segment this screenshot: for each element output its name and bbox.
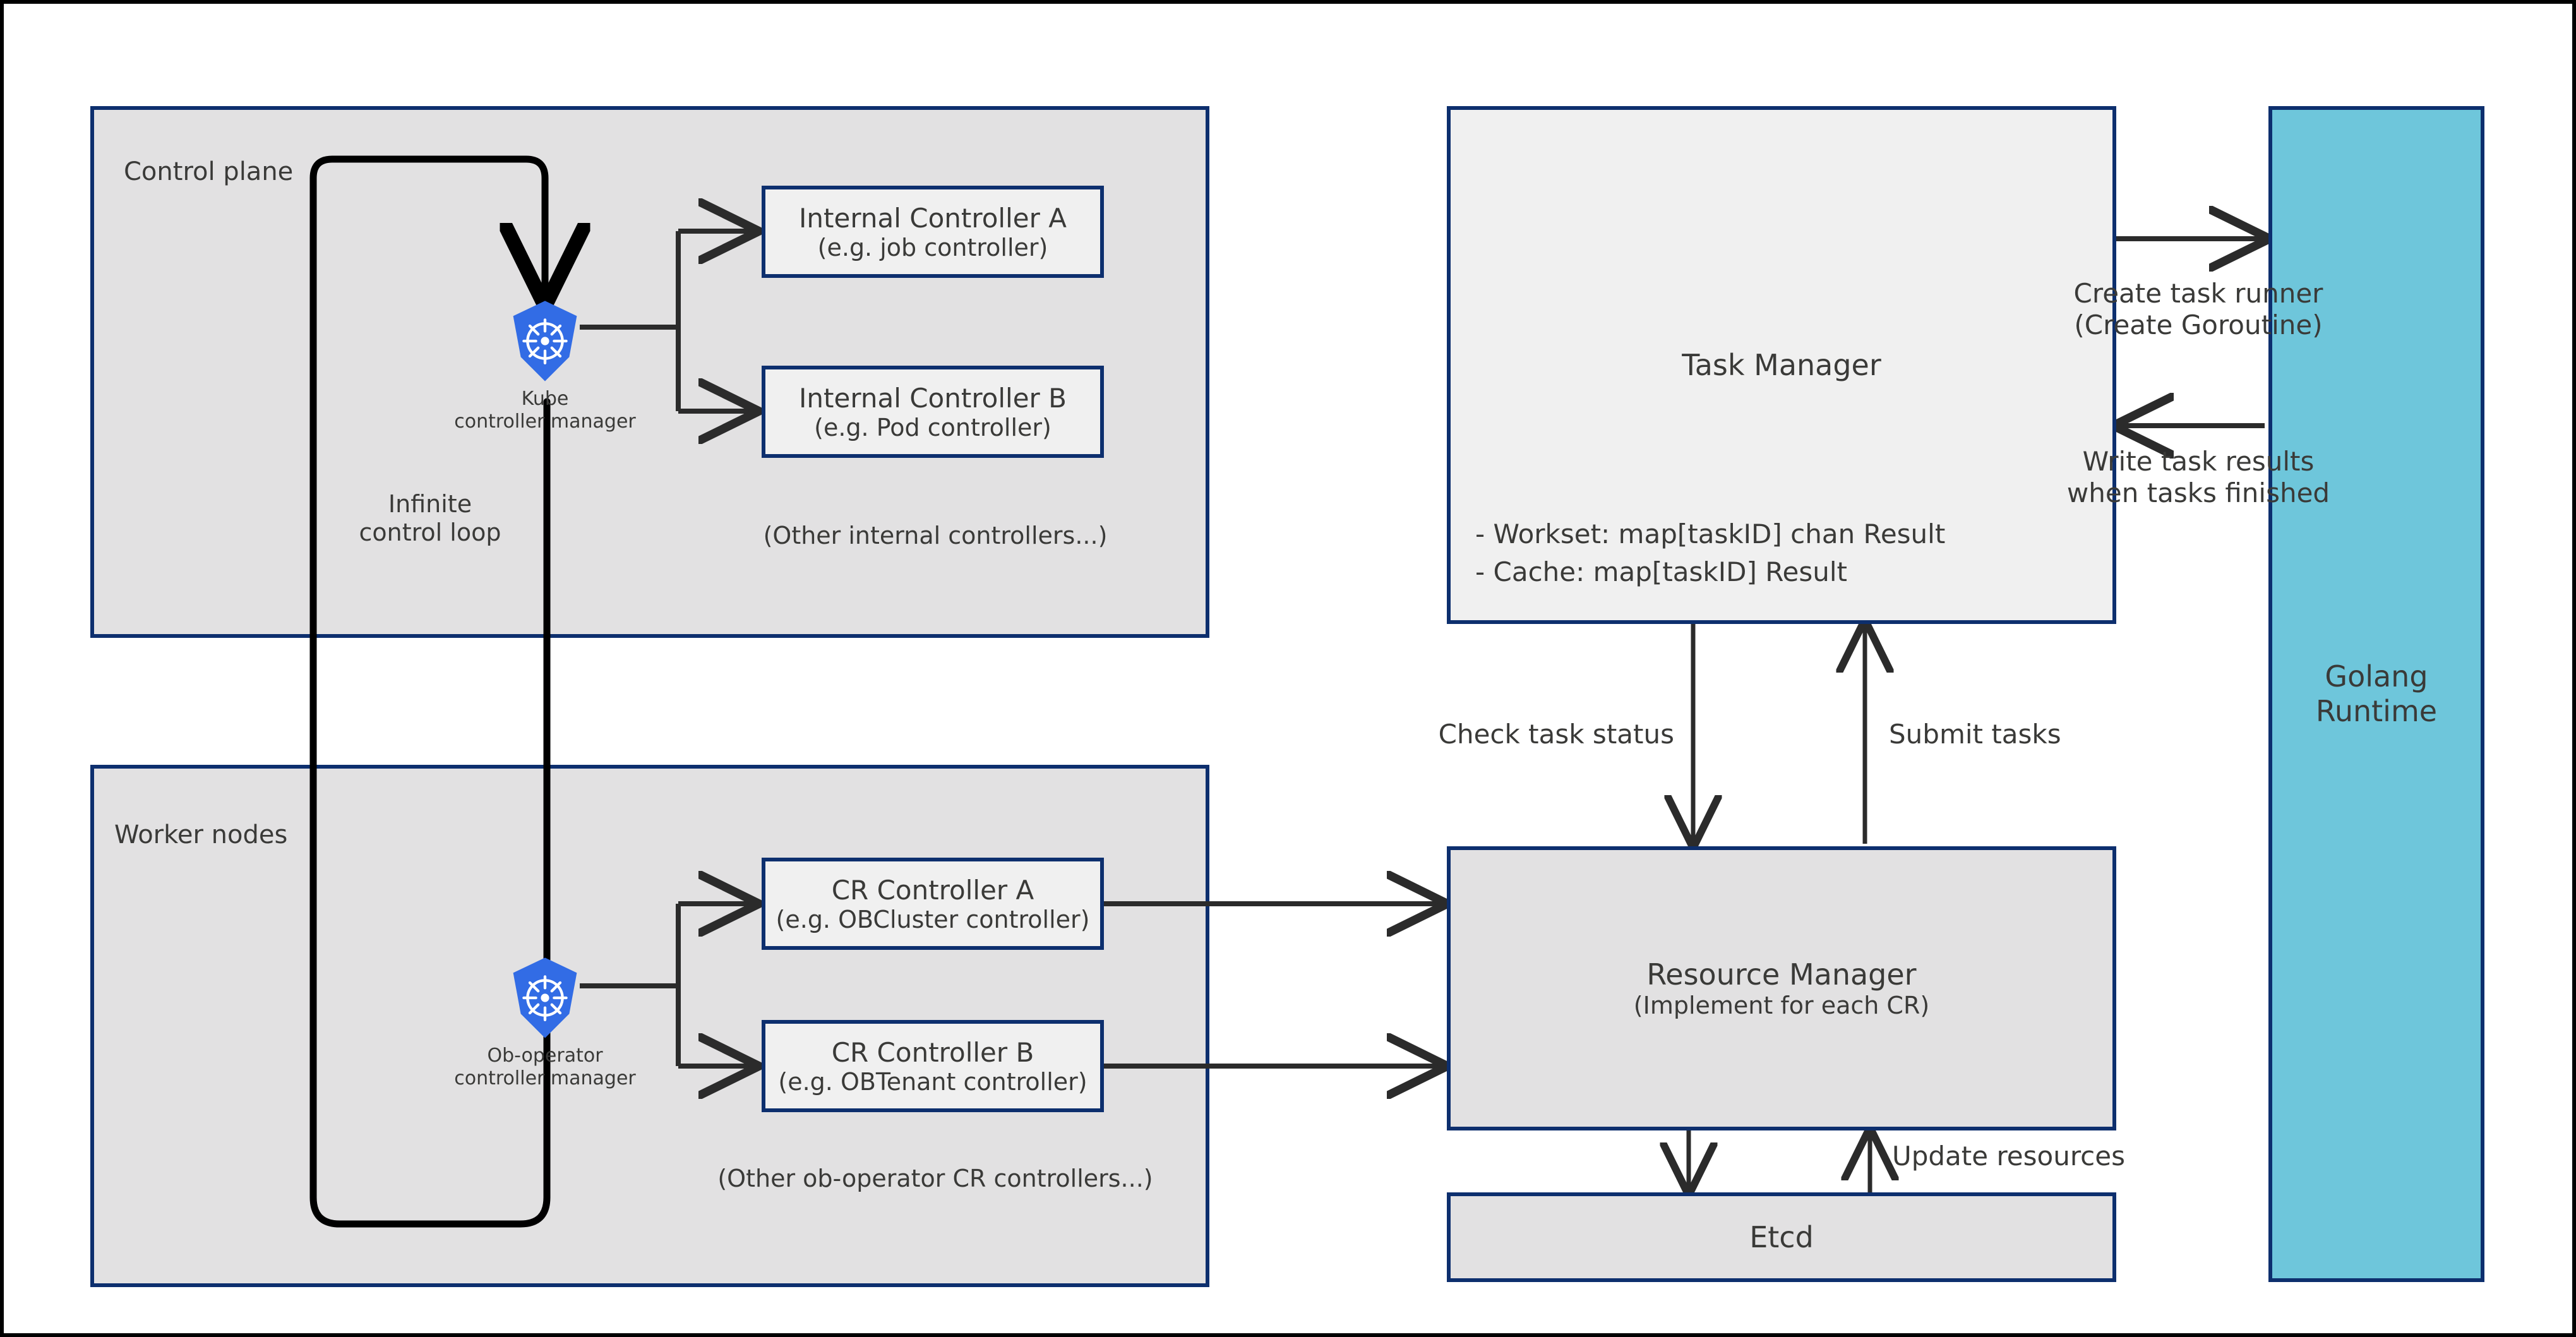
other-internal-controllers-note: (Other internal controllers...) — [763, 522, 1108, 549]
internal-controller-b-box[interactable]: Internal Controller B (e.g. Pod controll… — [762, 366, 1104, 458]
write-task-results-label: Write task results when tasks finished — [2066, 446, 2330, 508]
internal-controller-a-box[interactable]: Internal Controller A (e.g. job controll… — [762, 186, 1104, 278]
golang-runtime-box[interactable]: Golang Runtime — [2268, 106, 2484, 1282]
cr-controller-b-title: CR Controller B — [831, 1036, 1034, 1068]
cr-controller-b-subtitle: (e.g. OBTenant controller) — [778, 1067, 1087, 1096]
etcd-title: Etcd — [1749, 1220, 1814, 1254]
etcd-box[interactable]: Etcd — [1447, 1192, 2116, 1282]
internal-controller-b-subtitle: (e.g. Pod controller) — [814, 413, 1051, 441]
create-task-runner-label: Create task runner (Create Goroutine) — [2073, 278, 2323, 340]
internal-controller-a-subtitle: (e.g. job controller) — [817, 233, 1048, 261]
internal-controller-b-title: Internal Controller B — [799, 382, 1067, 414]
update-resources-label: Update resources — [1892, 1141, 2125, 1172]
submit-tasks-label: Submit tasks — [1889, 719, 2061, 750]
worker-nodes-group-label: Worker nodes — [114, 820, 288, 849]
other-cr-controllers-note: (Other ob-operator CR controllers...) — [717, 1165, 1153, 1192]
cr-controller-a-box[interactable]: CR Controller A (e.g. OBCluster controll… — [762, 858, 1104, 950]
kube-controller-manager-label: Kube controller manager — [454, 388, 636, 433]
check-task-status-label: Check task status — [1438, 719, 1674, 750]
cr-controller-a-subtitle: (e.g. OBCluster controller) — [776, 905, 1090, 933]
resource-manager-title: Resource Manager — [1646, 957, 1917, 992]
kubernetes-icon — [507, 956, 583, 1040]
task-manager-title: Task Manager — [1682, 348, 1881, 382]
resource-manager-subtitle: (Implement for each CR) — [1633, 992, 1930, 1019]
cr-controller-b-box[interactable]: CR Controller B (e.g. OBTenant controlle… — [762, 1020, 1104, 1112]
kubernetes-icon — [507, 299, 583, 383]
task-manager-fields: - Workset: map[taskID] chan Result - Cac… — [1475, 519, 1946, 587]
task-manager-box[interactable] — [1447, 106, 2116, 624]
golang-runtime-title: Golang Runtime — [2315, 659, 2438, 728]
internal-controller-a-title: Internal Controller A — [799, 202, 1067, 234]
control-plane-group-label: Control plane — [124, 157, 294, 186]
infinite-control-loop-label: Infinite control loop — [359, 490, 501, 546]
ob-operator-controller-manager-label: Ob-operator controller manager — [454, 1045, 636, 1089]
cr-controller-a-title: CR Controller A — [831, 874, 1034, 906]
resource-manager-box[interactable]: Resource Manager (Implement for each CR) — [1447, 846, 2116, 1130]
